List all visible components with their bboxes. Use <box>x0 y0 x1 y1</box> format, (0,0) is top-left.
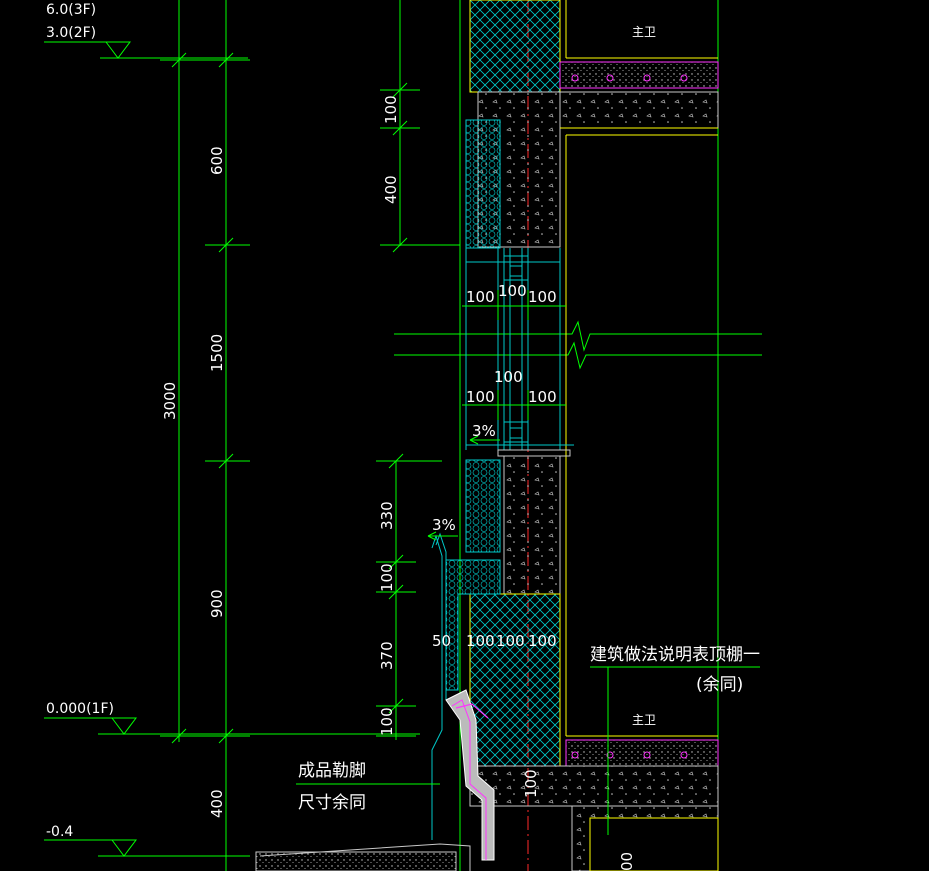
win-dim-top-right: 100 <box>528 288 557 306</box>
dim-lower-330: 330 <box>378 501 396 530</box>
sill-slope-arrow <box>469 435 500 445</box>
level-ground: -0.4 <box>46 824 73 840</box>
dim-total: 3000 <box>161 382 179 420</box>
leader-lines <box>296 666 760 835</box>
win-dim-top-mid: 100 <box>498 282 527 300</box>
wall-dim-100b: 100 <box>496 632 525 650</box>
plinth-note: 成品勒脚 <box>298 761 366 781</box>
plinth-detail <box>255 689 495 871</box>
dim-upper-100: 100 <box>382 95 400 124</box>
dim-seg-900: 900 <box>208 589 226 618</box>
dim-seg-1500: 1500 <box>208 334 226 372</box>
level-2f: 3.0(2F) <box>46 25 96 41</box>
win-dim-bottom-right: 100 <box>528 388 557 406</box>
window-frame <box>465 248 574 450</box>
sill-slope: 3% <box>472 422 496 440</box>
dim-upper-400: 400 <box>382 175 400 204</box>
wall-dim-100a: 100 <box>466 632 495 650</box>
win-dim-bottom-mid: 100 <box>494 368 523 386</box>
window-dim-lines <box>462 290 566 420</box>
win-dim-top-left: 100 <box>466 288 495 306</box>
local-dimension-lines <box>376 0 460 740</box>
dim-seg-400: 400 <box>208 789 226 818</box>
slab-dim-100: 100 <box>522 769 540 798</box>
room-label-top: 主卫 <box>632 25 656 39</box>
room-label-bottom: 主卫 <box>632 713 656 727</box>
ceiling-note: 建筑做法说明表顶棚一 <box>590 645 760 665</box>
break-line <box>394 320 762 370</box>
ledge-slope: 3% <box>432 516 456 534</box>
level-3f: 6.0(3F) <box>46 2 96 18</box>
win-dim-bottom-left: 100 <box>466 388 495 406</box>
level-markers <box>44 41 420 857</box>
overall-dimension-lines <box>160 0 250 871</box>
dim-lower-370: 370 <box>378 641 396 670</box>
dim-lower-100b: 100 <box>378 707 396 736</box>
wall-dim-100c: 100 <box>528 632 557 650</box>
ceiling-note-extra: (余同) <box>696 675 743 695</box>
ledge-slope-arrow <box>427 531 458 541</box>
dim-lower-100: 100 <box>378 563 396 592</box>
wall-dim-50: 50 <box>432 632 451 650</box>
dim-seg-600: 600 <box>208 146 226 175</box>
upper-wall <box>465 0 719 460</box>
base-dim: 00 <box>618 852 636 871</box>
plinth-note-extra: 尺寸余同 <box>298 793 366 813</box>
level-1f: 0.000(1F) <box>46 701 114 717</box>
lower-wall <box>431 449 719 871</box>
